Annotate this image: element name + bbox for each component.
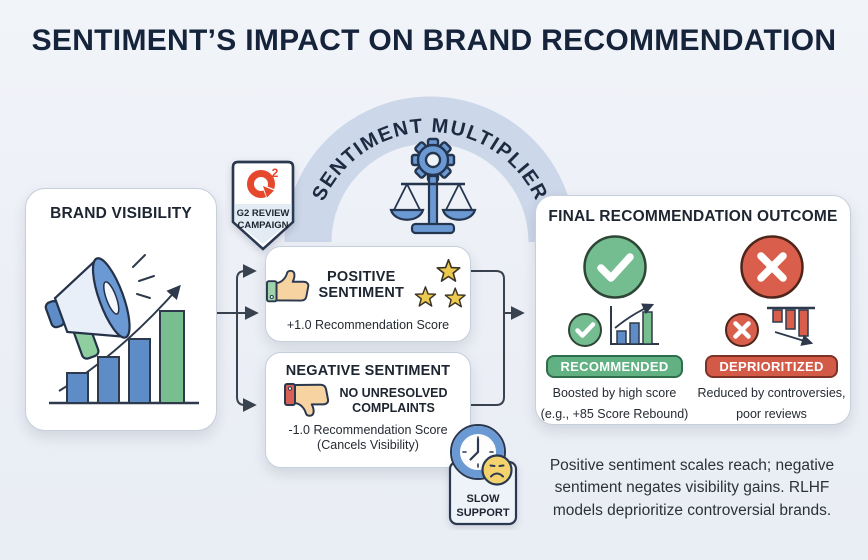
big-check-circle-icon bbox=[582, 235, 647, 299]
deprioritized-line2: poor reviews bbox=[736, 407, 807, 421]
positive-sentiment-card: POSITIVE SENTIMENT +1.0 Recommendation S… bbox=[265, 246, 471, 342]
balance-scale-icon bbox=[389, 174, 477, 235]
g2-logo-icon: 2 bbox=[247, 166, 279, 202]
rising-chart-icon bbox=[610, 303, 659, 345]
arc-band bbox=[284, 96, 576, 243]
sad-face-icon bbox=[481, 454, 513, 486]
svg-text:2: 2 bbox=[272, 166, 279, 180]
slow-support-line1: SLOW bbox=[467, 493, 501, 505]
positive-score: +1.0 Recommendation Score bbox=[286, 318, 450, 332]
arrow-branch-down bbox=[236, 313, 257, 412]
recommended-line1: Boosted by high score bbox=[552, 386, 677, 400]
stars-icon bbox=[415, 258, 467, 308]
thumbs-up-icon bbox=[266, 269, 310, 302]
g2-badge-line2: CAMPAIGN bbox=[237, 220, 288, 231]
negative-complaint: NO UNRESOLVED COMPLAINTS bbox=[339, 385, 448, 415]
growth-bars-icon bbox=[49, 310, 199, 405]
megaphone-icon bbox=[44, 257, 131, 360]
positive-sentiment-title: POSITIVE SENTIMENT bbox=[318, 268, 405, 301]
merge-bracket bbox=[471, 270, 505, 406]
recommended-line2: (e.g., +85 Score Rebound) bbox=[540, 407, 689, 421]
big-x-circle-icon bbox=[739, 235, 804, 299]
negative-sentiment-card: NEGATIVE SENTIMENT NO UNRESOLVED COMPLAI… bbox=[265, 352, 471, 468]
small-check-circle-icon bbox=[568, 313, 602, 347]
megaphone-growth-illustration bbox=[44, 254, 199, 405]
negative-sentiment-title: NEGATIVE SENTIMENT bbox=[285, 363, 451, 379]
negative-score-line1: -1.0 Recommendation Score bbox=[288, 423, 448, 437]
negative-score-line2: (Cancels Visibility) bbox=[317, 438, 419, 452]
thumbs-down-icon bbox=[283, 383, 329, 417]
sound-lines-icon bbox=[132, 254, 155, 299]
declining-chart-icon bbox=[767, 306, 815, 346]
gear-icon bbox=[410, 137, 456, 183]
deprioritized-line1: Reduced by controversies, bbox=[697, 386, 846, 400]
g2-review-campaign-badge: 2 G2 REVIEW CAMPAIGN bbox=[231, 160, 295, 251]
recommended-column: RECOMMENDED Boosted by high score (e.g.,… bbox=[536, 230, 693, 421]
footnote-text: Positive sentiment scales reach; negativ… bbox=[549, 457, 835, 519]
final-outcome-card: FINAL RECOMMENDATION OUTCOME bbox=[535, 195, 851, 425]
arc-label: SENTIMENT MULTIPLIER bbox=[308, 115, 552, 205]
clock-icon bbox=[450, 424, 506, 480]
deprioritized-column: DEPRIORITIZED Reduced by controversies, … bbox=[693, 230, 850, 421]
recommended-badge: RECOMMENDED bbox=[546, 355, 683, 378]
small-x-circle-icon bbox=[725, 313, 759, 347]
brand-visibility-card: BRAND VISIBILITY bbox=[25, 188, 217, 431]
g2-badge-line1: G2 REVIEW bbox=[237, 208, 290, 219]
slow-support-badge: SLOW SUPPORT bbox=[448, 424, 518, 526]
arrow-branch-up bbox=[236, 264, 257, 313]
slow-support-line2: SUPPORT bbox=[456, 507, 509, 519]
brand-visibility-title: BRAND VISIBILITY bbox=[50, 205, 192, 222]
deprioritized-badge: DEPRIORITIZED bbox=[705, 355, 838, 378]
final-outcome-title: FINAL RECOMMENDATION OUTCOME bbox=[548, 208, 838, 225]
page-title: SENTIMENT’S IMPACT ON BRAND RECOMMENDATI… bbox=[31, 24, 837, 57]
